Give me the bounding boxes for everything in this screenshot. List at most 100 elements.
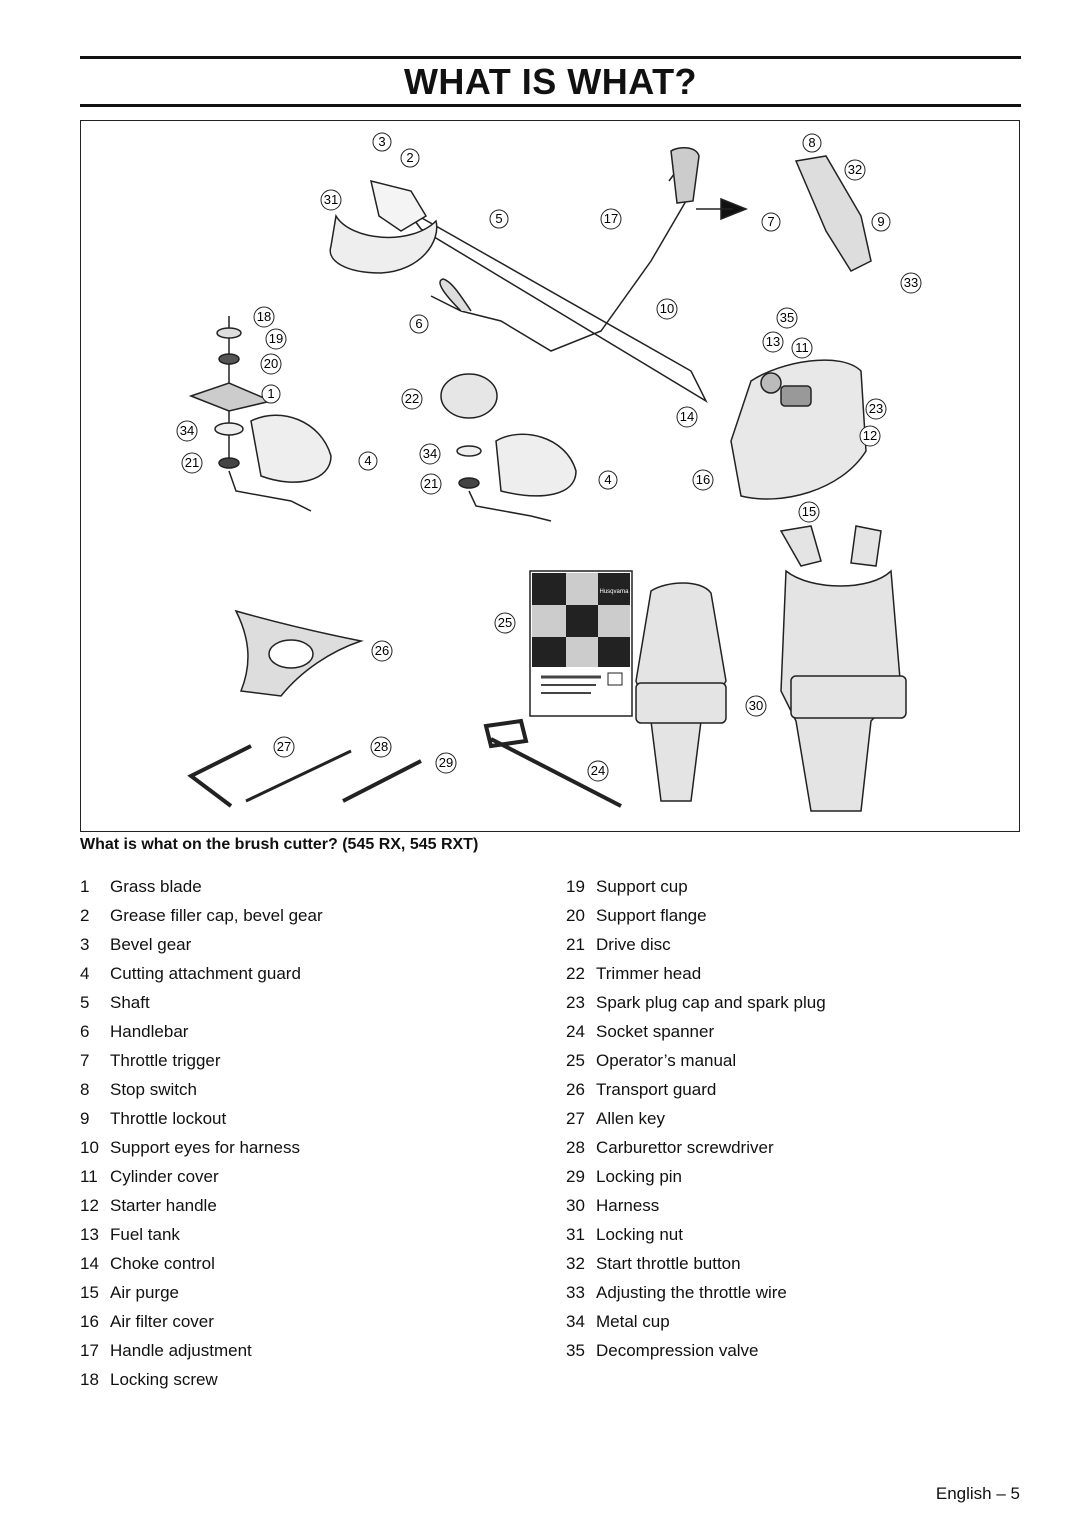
callout-5: 5 — [489, 209, 509, 229]
callout-35: 35 — [776, 307, 798, 329]
part-number: 31 — [566, 1225, 585, 1244]
part-number: 14 — [80, 1254, 99, 1273]
callout-25: 25 — [494, 612, 516, 634]
callout-21-middle: 21 — [420, 473, 442, 495]
svg-text:21: 21 — [185, 455, 199, 470]
part-number: 4 — [80, 964, 90, 983]
callout-30: 30 — [745, 695, 767, 717]
socket-spanner-illustration — [483, 718, 622, 808]
part-number: 10 — [80, 1138, 99, 1157]
svg-text:21: 21 — [424, 476, 438, 491]
callout-15: 15 — [798, 501, 820, 523]
part-number: 18 — [80, 1370, 99, 1389]
callout-23: 23 — [865, 398, 887, 420]
callout-26: 26 — [371, 640, 393, 662]
callout-3: 3 — [372, 132, 392, 152]
part-name: Drive disc — [596, 935, 671, 954]
part-number: 1 — [80, 877, 90, 896]
part-name: Allen key — [596, 1109, 665, 1128]
callout-2: 2 — [400, 148, 420, 168]
svg-text:13: 13 — [766, 334, 780, 349]
part-name: Carburettor screwdriver — [596, 1138, 774, 1157]
figure-caption: What is what on the brush cutter? (545 R… — [80, 836, 479, 853]
callout-31: 31 — [320, 189, 342, 211]
part-number: 3 — [80, 935, 90, 954]
manual-brand: Husqvarna — [599, 589, 629, 595]
list-item: 27 Allen key — [566, 1104, 826, 1133]
callout-21-left: 21 — [181, 452, 203, 474]
callout-28: 28 — [370, 736, 392, 758]
part-name: Starter handle — [110, 1196, 217, 1215]
part-name: Cutting attachment guard — [110, 964, 301, 983]
svg-text:25: 25 — [498, 615, 512, 630]
svg-text:5: 5 — [495, 211, 502, 226]
title-rule-bottom — [80, 104, 1021, 107]
part-number: 20 — [566, 906, 585, 925]
svg-text:33: 33 — [904, 275, 918, 290]
svg-text:19: 19 — [269, 331, 283, 346]
svg-text:31: 31 — [324, 192, 338, 207]
part-number: 12 — [80, 1196, 99, 1215]
callout-4-middle: 4 — [598, 470, 618, 490]
svg-text:30: 30 — [749, 698, 763, 713]
throttle-handle-illustration — [670, 146, 700, 204]
svg-text:10: 10 — [660, 301, 674, 316]
operators-manual-illustration: Husqvarna — [529, 570, 633, 717]
list-item: 3 Bevel gear — [80, 930, 323, 959]
list-item: 12 Starter handle — [80, 1191, 323, 1220]
part-name: Trimmer head — [596, 964, 702, 983]
part-name: Locking pin — [596, 1167, 683, 1186]
svg-text:9: 9 — [877, 214, 884, 229]
callout-9: 9 — [871, 212, 891, 232]
part-number: 9 — [80, 1109, 90, 1128]
part-number: 19 — [566, 877, 585, 896]
svg-text:18: 18 — [257, 309, 271, 324]
svg-text:3: 3 — [378, 134, 385, 149]
part-number: 8 — [80, 1080, 90, 1099]
part-name: Metal cup — [596, 1312, 670, 1331]
svg-text:17: 17 — [604, 211, 618, 226]
callout-8: 8 — [802, 133, 822, 153]
svg-text:22: 22 — [405, 391, 419, 406]
part-name: Start throttle button — [596, 1254, 741, 1273]
part-name: Throttle trigger — [110, 1051, 221, 1070]
callout-19: 19 — [265, 328, 287, 350]
list-item: 29 Locking pin — [566, 1162, 826, 1191]
part-number: 7 — [80, 1051, 90, 1070]
allen-key-illustration — [187, 744, 252, 808]
svg-text:4: 4 — [604, 472, 611, 487]
callout-17: 17 — [600, 208, 622, 230]
part-name: Transport guard — [596, 1080, 717, 1099]
svg-text:34: 34 — [423, 446, 437, 461]
callout-20: 20 — [260, 353, 282, 375]
callout-18: 18 — [253, 306, 275, 328]
svg-text:1: 1 — [267, 386, 274, 401]
part-name: Shaft — [110, 993, 150, 1012]
part-number: 11 — [80, 1167, 98, 1186]
part-name: Bevel gear — [110, 935, 192, 954]
title-rule-top — [80, 56, 1021, 59]
part-number: 29 — [566, 1167, 585, 1186]
trimmer-head-illustration — [440, 373, 498, 419]
part-number: 27 — [566, 1109, 585, 1128]
part-number: 28 — [566, 1138, 585, 1157]
svg-text:23: 23 — [869, 401, 883, 416]
svg-text:15: 15 — [802, 504, 816, 519]
callout-labels: 3 2 31 5 17 8 32 7 9 33 18 19 20 1 34 21… — [176, 132, 922, 782]
svg-text:2: 2 — [406, 150, 413, 165]
part-number: 35 — [566, 1341, 585, 1360]
